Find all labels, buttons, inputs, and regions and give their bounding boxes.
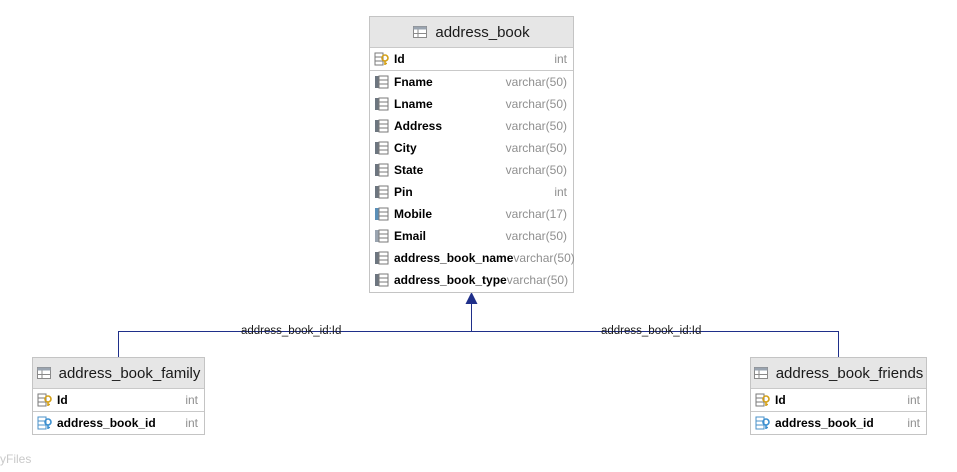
column-row[interactable]: address_book_name varchar(50) [370, 247, 575, 269]
column-icon [375, 119, 389, 133]
column-type: varchar(17) [505, 207, 567, 221]
table-title: address_book [435, 23, 530, 41]
column-icon [375, 229, 389, 243]
table-title: address_book_friends [775, 364, 924, 382]
column-row[interactable]: Id int [370, 48, 573, 70]
column-icon [375, 163, 389, 177]
column-type: varchar(50) [505, 119, 567, 133]
foreign-key-icon [37, 416, 52, 430]
table-header[interactable]: address_book [370, 17, 573, 48]
column-name: Id [775, 393, 786, 407]
relation-line-family [118, 331, 119, 357]
column-row[interactable]: Id int [33, 389, 204, 411]
column-type: varchar(50) [505, 163, 567, 177]
column-name: Lname [394, 97, 433, 111]
table-icon [36, 367, 51, 379]
table-icon [413, 26, 428, 38]
column-type: int [185, 393, 198, 407]
column-row[interactable]: Pin int [370, 181, 573, 203]
relation-label-friends: address_book_id:Id [601, 325, 702, 337]
column-icon [375, 97, 389, 111]
column-name: Pin [394, 185, 413, 199]
column-type: varchar(50) [505, 141, 567, 155]
pk-section: Id int [370, 48, 573, 71]
column-row[interactable]: Mobile varchar(17) [370, 203, 573, 225]
column-name: City [394, 141, 417, 155]
table-header[interactable]: address_book_family [33, 358, 204, 389]
column-type: int [185, 416, 198, 430]
columns-section: Fname varchar(50) Lname varchar(50) Addr… [370, 71, 575, 292]
column-row[interactable]: Id int [751, 389, 926, 411]
column-type: int [907, 393, 920, 407]
arrowhead-icon [465, 292, 478, 304]
pk-section: Id int [33, 389, 204, 412]
column-name: Id [394, 52, 405, 66]
column-name: address_book_id [57, 416, 156, 430]
column-type: varchar(50) [506, 273, 569, 287]
table-header[interactable]: address_book_friends [751, 358, 926, 389]
column-name: address_book_id [775, 416, 874, 430]
column-row[interactable]: address_book_id int [751, 412, 926, 434]
column-row[interactable]: address_book_id int [33, 412, 204, 434]
table-address-book-family[interactable]: address_book_family Id int [32, 357, 205, 435]
table-title: address_book_family [58, 364, 201, 382]
primary-key-icon [755, 393, 770, 407]
column-icon [375, 185, 389, 199]
column-name: Id [57, 393, 68, 407]
column-icon [375, 273, 389, 287]
column-row[interactable]: Fname varchar(50) [370, 71, 573, 93]
relation-label-family: address_book_id:Id [241, 325, 342, 337]
column-icon [375, 251, 389, 265]
column-row[interactable]: Address varchar(50) [370, 115, 573, 137]
primary-key-icon [374, 52, 389, 66]
primary-key-icon [37, 393, 52, 407]
column-type: varchar(50) [505, 75, 567, 89]
table-address-book[interactable]: address_book Id int Fname varchar(50) Ln… [369, 16, 575, 293]
column-name: Address [394, 119, 443, 133]
column-type: varchar(50) [505, 97, 567, 111]
column-name: State [394, 163, 424, 177]
column-type: varchar(50) [505, 229, 567, 243]
column-row[interactable]: Lname varchar(50) [370, 93, 573, 115]
column-row[interactable]: address_book_type varchar(50) [370, 269, 573, 291]
column-type: int [907, 416, 920, 430]
relation-line-address-book [471, 304, 472, 332]
column-icon [375, 207, 389, 221]
watermark: yFiles [0, 452, 32, 466]
column-type: int [554, 52, 567, 66]
column-name: Mobile [394, 207, 432, 221]
column-type: varchar(50) [513, 251, 575, 265]
column-icon [375, 141, 389, 155]
pk-section: Id int [751, 389, 926, 412]
column-name: address_book_name [394, 251, 514, 265]
column-row[interactable]: State varchar(50) [370, 159, 573, 181]
relation-horizontal-line [118, 331, 839, 332]
column-name: address_book_type [394, 273, 507, 287]
columns-section: address_book_id int [751, 412, 926, 434]
column-name: Email [394, 229, 427, 243]
column-name: Fname [394, 75, 433, 89]
columns-section: address_book_id int [33, 412, 204, 434]
foreign-key-icon [755, 416, 770, 430]
relation-line-friends [838, 331, 839, 357]
table-address-book-friends[interactable]: address_book_friends Id int [750, 357, 927, 435]
column-row[interactable]: City varchar(50) [370, 137, 573, 159]
column-icon [375, 75, 389, 89]
column-row[interactable]: Email varchar(50) [370, 225, 573, 247]
column-type: int [554, 185, 567, 199]
table-icon [753, 367, 768, 379]
